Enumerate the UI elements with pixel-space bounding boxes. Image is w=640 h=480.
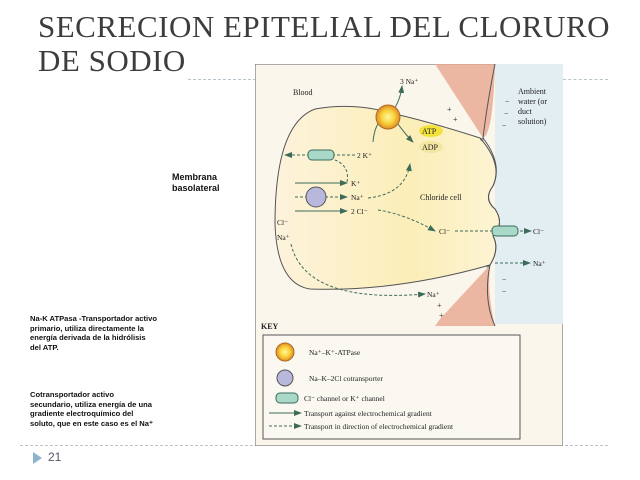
key-direction-label: Transport in direction of electrochemica… (304, 422, 454, 431)
na-in-label: Na⁺ (351, 193, 364, 202)
three-na-label: 3 Na⁺ (400, 77, 418, 86)
plus-sign: + (453, 115, 458, 124)
note-line: energía derivada de la hidrólisis (30, 333, 146, 343)
k-label: K⁺ (351, 179, 360, 188)
atp-adp-arrow (397, 123, 414, 143)
membrana-line-1: Membrana (172, 172, 218, 182)
minus-sign: − (502, 287, 507, 296)
key-channel-label: Cl⁻ channel or K⁺ channel (304, 394, 385, 403)
two-cl-label: 2 Cl⁻ (351, 207, 368, 216)
note-line: primario, utiliza directamente la (30, 323, 144, 333)
na-blood-label: Na⁺ (277, 233, 290, 242)
note-line: gradiente electroquímico del (30, 409, 134, 419)
note-line: Cotransportador activo (30, 390, 114, 399)
ambient-label: duct (518, 107, 533, 116)
minus-sign: − (502, 275, 507, 284)
na-paracellular-arrow (290, 243, 426, 298)
na-k-atpase-icon (375, 104, 401, 130)
slide-bullet-icon (33, 452, 42, 464)
minus-sign: − (502, 121, 507, 130)
adp-badge (419, 141, 443, 153)
ambient-label: water (or (518, 97, 547, 106)
cotransporter-icon (305, 186, 327, 208)
k-recycle-arrow (334, 159, 348, 183)
title-line-2: DE SODIO (38, 43, 186, 78)
slide-title: SECRECION EPITELIAL DEL CLORURO DE SODIO (38, 10, 610, 78)
membrana-line-2: basolateral (172, 183, 220, 193)
cotransporter-key-icon (276, 369, 294, 387)
atpase-key-icon (275, 342, 295, 362)
atp-badge (419, 125, 443, 137)
cl-channel-icon (491, 225, 519, 237)
key-box (262, 334, 521, 440)
key-cotransporter-label: Na–K–2Cl cotransporter (309, 374, 383, 383)
title-divider (188, 79, 256, 80)
cl-inside-label: Cl⁻ (439, 227, 450, 236)
na-out-label: Na⁺ (533, 259, 546, 268)
title-divider-right (563, 79, 608, 80)
tight-junction-bottom: ∞ (486, 264, 490, 270)
title-line-1: SECRECION EPITELIAL DEL CLORURO (38, 9, 611, 44)
tight-junction-top: ∞ (480, 137, 484, 143)
key-title: KEY (261, 322, 279, 331)
key-atpase-label: Na⁺–K⁺-ATPase (309, 348, 361, 357)
page-number: 21 (48, 450, 62, 464)
cl-to-apical-arrow (377, 209, 436, 232)
intercellular-space-bottom (435, 265, 495, 326)
note-line: Na-K ATPasa -Transportador activo (30, 314, 158, 323)
na-junction-label: Na⁺ (427, 290, 440, 299)
plus-sign: + (447, 105, 452, 114)
adp-label: ADP (422, 143, 439, 152)
blood-label: Blood (293, 88, 313, 97)
cl-blood-label: Cl⁻ (277, 218, 288, 227)
note-line: soluto, que en este caso es el Na⁺ (30, 418, 154, 428)
membrana-basolateral-label: Membrana basolateral (172, 172, 220, 194)
note-line: secundario, utiliza energía de una (30, 399, 152, 409)
ambient-label: Ambient (518, 87, 547, 96)
two-k-label: 2 K⁺ (357, 151, 372, 160)
chloride-cell-label: Chloride cell (420, 193, 462, 202)
chloride-cell-diagram: ∞ ∞ Blood 3 Na⁺ Ambient water (or duct s… (255, 64, 563, 446)
cl-out-label: Cl⁻ (533, 227, 544, 236)
na-to-pump-arrow (367, 163, 412, 199)
plus-sign: + (439, 311, 444, 320)
plus-sign: + (437, 301, 442, 310)
key-against-label: Transport against electrochemical gradie… (304, 409, 433, 418)
intercellular-space-top (435, 64, 495, 138)
atp-label: ATP (422, 127, 437, 136)
note-line: del ATP. (30, 342, 59, 352)
apical-membrane (482, 64, 500, 327)
ambient-label: solution) (518, 117, 547, 126)
ambient-region (495, 64, 563, 324)
atpase-note: Na-K ATPasa -Transportador activo primar… (30, 314, 157, 352)
channel-key-icon (275, 392, 299, 404)
minus-sign: − (505, 97, 510, 106)
cotransporter-note: Cotransportador activo secundario, utili… (30, 390, 153, 428)
minus-sign: − (504, 109, 509, 118)
k-channel-icon (307, 149, 335, 161)
